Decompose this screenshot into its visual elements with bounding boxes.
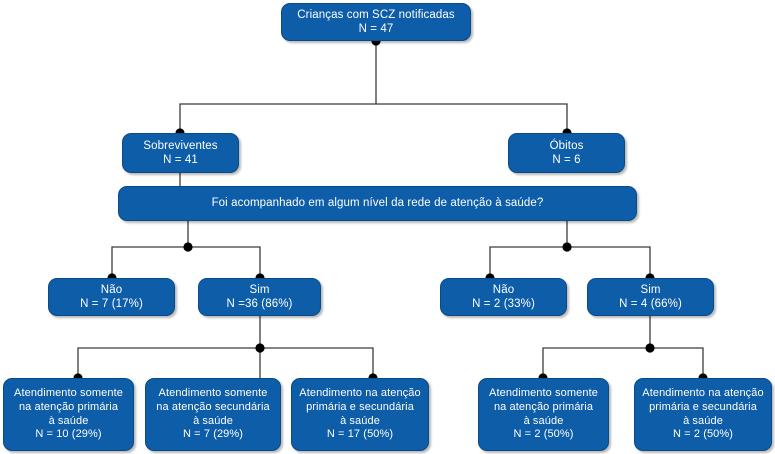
root-to-branch-bus <box>179 41 377 133</box>
node-followup-question[interactable]: Foi acompanhado em algum nível da rede d… <box>118 186 637 221</box>
node-label-deaths: Óbitos N = 6 <box>549 139 584 166</box>
node-deaths-yes[interactable]: Sim N = 4 (66%) <box>587 278 714 316</box>
node-label-survivors-secondary-care: Atendimento somente na atenção secundári… <box>156 386 270 441</box>
node-label-survivors-yes: Sim N =36 (86%) <box>226 283 293 310</box>
dot-question-left-junction <box>183 242 193 252</box>
node-survivors-yes[interactable]: Sim N =36 (86%) <box>198 278 321 316</box>
question-bus-right <box>188 246 261 278</box>
node-deaths[interactable]: Óbitos N = 6 <box>508 133 625 173</box>
node-label-deaths-no: Não N = 2 (33%) <box>472 283 535 310</box>
dot-yes-junction <box>255 343 265 353</box>
yes-bus-right <box>260 347 374 378</box>
death-yes-to-leaf-bus <box>542 316 651 378</box>
yes-to-leaf-bus <box>77 316 261 378</box>
node-label-deaths-primary-and-secondary-care: Atendimento na atenção primária e secund… <box>642 386 764 441</box>
node-survivors-secondary-care[interactable]: Atendimento somente na atenção secundári… <box>145 378 281 451</box>
node-label-survivors: Sobreviventes N = 41 <box>143 139 218 166</box>
node-deaths-primary-care[interactable]: Atendimento somente na atenção primária … <box>478 378 609 451</box>
node-deaths-primary-and-secondary-care[interactable]: Atendimento na atenção primária e secund… <box>634 378 772 451</box>
node-label-deaths-yes: Sim N = 4 (66%) <box>619 283 682 310</box>
node-label-followup-question: Foi acompanhado em algum nível da rede d… <box>211 197 544 210</box>
root-to-deaths <box>376 103 568 133</box>
dot-death-yes-junction <box>645 343 655 353</box>
node-label-deaths-primary-care: Atendimento somente na atenção primária … <box>489 386 598 441</box>
node-deaths-no[interactable]: Não N = 2 (33%) <box>440 278 567 316</box>
node-label-survivors-no: Não N = 7 (17%) <box>80 283 143 310</box>
node-label-root-notified: Crianças com SCZ notificadas N = 47 <box>297 8 455 35</box>
node-survivors[interactable]: Sobreviventes N = 41 <box>122 133 239 173</box>
death-yes-bus-right <box>650 347 704 378</box>
node-label-survivors-primary-and-secondary-care: Atendimento na atenção primária e secund… <box>299 386 421 441</box>
question-to-survivor-bus <box>111 221 189 278</box>
connector-lines <box>77 41 704 378</box>
deaths-to-question <box>489 221 568 278</box>
dot-question-right-junction <box>562 242 572 252</box>
node-survivors-primary-care[interactable]: Atendimento somente na atenção primária … <box>3 378 134 451</box>
node-root-notified[interactable]: Crianças com SCZ notificadas N = 47 <box>281 3 471 41</box>
deaths-bus-right <box>567 246 651 278</box>
node-survivors-no[interactable]: Não N = 7 (17%) <box>48 278 175 316</box>
node-label-survivors-primary-care: Atendimento somente na atenção primária … <box>14 386 123 441</box>
node-survivors-primary-and-secondary-care[interactable]: Atendimento na atenção primária e secund… <box>291 378 429 451</box>
